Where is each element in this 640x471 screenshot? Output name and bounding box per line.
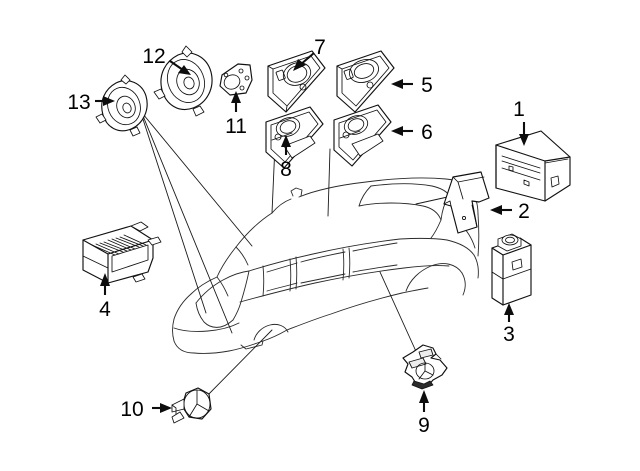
callout-3: 3 — [503, 303, 515, 346]
callout-number-13: 13 — [67, 91, 90, 114]
part-speaker-small — [95, 74, 148, 137]
callout-number-3: 3 — [503, 323, 515, 346]
callout-number-8: 8 — [280, 158, 292, 181]
callout-number-11: 11 — [225, 115, 247, 138]
callout-10: 10 — [120, 398, 172, 421]
callout-number-9: 9 — [418, 414, 430, 437]
callout-7: 7 — [293, 36, 326, 71]
vehicle-body-outline — [172, 177, 480, 354]
callout-11: 11 — [225, 91, 247, 138]
part-speaker-mounting-bracket — [219, 63, 253, 96]
part-overhead-lamp-8 — [265, 106, 324, 169]
callout-13: 13 — [67, 91, 115, 114]
part-overhead-lamp-5 — [336, 50, 395, 113]
part-overhead-lamp-7 — [267, 50, 326, 113]
callout-number-12: 12 — [142, 45, 165, 68]
part-radio-head-unit — [495, 130, 571, 202]
callout-1: 1 — [513, 98, 529, 146]
callout-5: 5 — [391, 74, 433, 97]
callout-number-7: 7 — [314, 36, 326, 59]
part-cylindrical-module — [491, 233, 532, 306]
part-speaker-large — [153, 45, 213, 117]
callout-4: 4 — [99, 273, 111, 321]
part-amplifier-heatsink — [82, 221, 162, 284]
callout-number-4: 4 — [99, 298, 111, 321]
callout-number-10: 10 — [120, 398, 143, 421]
callout-9: 9 — [418, 390, 430, 437]
callout-6: 6 — [391, 121, 433, 144]
part-bracket-clip — [402, 344, 448, 390]
part-overhead-lamp-6 — [333, 104, 392, 167]
callout-number-5: 5 — [421, 74, 433, 97]
callout-12: 12 — [142, 45, 191, 75]
callout-8: 8 — [280, 135, 292, 181]
callout-number-2: 2 — [518, 200, 530, 223]
callout-number-6: 6 — [421, 121, 433, 144]
callout-number-1: 1 — [513, 98, 525, 121]
part-antenna-module — [443, 171, 490, 234]
part-tweeter-speaker — [171, 387, 212, 424]
callout-2: 2 — [490, 200, 530, 223]
